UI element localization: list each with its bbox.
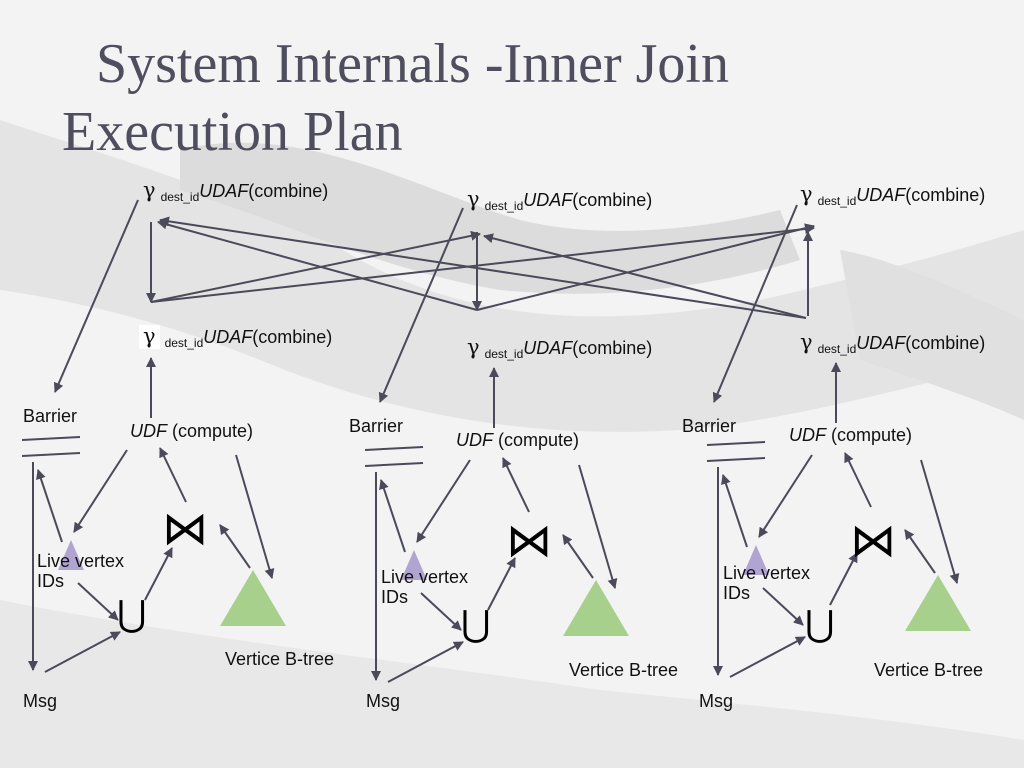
barrier-label-2: Barrier [349, 416, 404, 436]
arrow-live-barrier-2 [379, 479, 406, 553]
arrow-msg-union-1 [44, 631, 121, 673]
join-symbol-3: ⋈ [850, 513, 896, 567]
live-vertex-triangle-1 [58, 540, 84, 570]
vertice-btree-label-3: Vertice B-tree [874, 660, 984, 680]
live-vertex-ids-label-3: Live vertex IDs [723, 563, 811, 603]
udf-compute-3: UDF (compute) [789, 425, 913, 445]
arrow-live-barrier-1 [36, 469, 63, 543]
union-symbol-3: ⋃ [805, 604, 835, 645]
gamma-combine-low-3: γ dest_idUDAF(combine) [800, 330, 986, 357]
vertice-btree-triangle-1 [220, 570, 286, 626]
arrow-cross-e [159, 216, 807, 319]
gamma-combine-top-2: γ dest_idUDAF(combine) [467, 187, 653, 214]
union-symbol-1: ⋃ [117, 594, 147, 635]
barrier-line-a-1 [21, 436, 81, 441]
arrow-live-union-3 [762, 587, 804, 626]
vertice-btree-triangle-2 [563, 580, 629, 636]
gamma-combine-top-3: γ dest_idUDAF(combine) [800, 182, 986, 209]
arrow-cross-f [483, 233, 807, 319]
barrier-line-b-1 [21, 452, 81, 457]
union-symbol-2: ⋃ [461, 604, 491, 645]
arrow-live-union-1 [77, 582, 119, 621]
arrow-btree-join-1 [219, 524, 251, 569]
gamma-combine-low-2: γ dest_idUDAF(combine) [467, 335, 653, 362]
arrow-live-barrier-3 [721, 474, 748, 548]
arrow-udf-btree-1 [235, 454, 275, 579]
live-vertex-ids-label-1: Live vertex IDs [37, 551, 125, 591]
arrow-btree-join-2 [562, 534, 594, 579]
join-symbol-2: ⋈ [506, 513, 552, 567]
udf-compute-1: UDF (compute) [130, 421, 254, 441]
arrow-join-udf-1 [159, 447, 187, 503]
arrow-udf-live-2 [416, 459, 471, 543]
arrow-udf-btree-3 [920, 459, 960, 584]
arrow-udf-btree-2 [578, 464, 618, 589]
msg-label-2: Msg [366, 691, 401, 711]
arrow-top1-barrier1 [53, 199, 139, 393]
live-vertex-ids-label-2: Live vertex IDs [381, 567, 469, 607]
arrow-join-udf-2 [502, 457, 530, 513]
title-line-1: System Internals -Inner Join [96, 33, 729, 95]
arrow-cross-b [150, 224, 815, 303]
gamma-combine-low-1: γ dest_idUDAF(combine) [139, 325, 332, 353]
msg-label-1: Msg [23, 691, 58, 711]
arrow-cross-c [157, 219, 478, 311]
arrow-btree-join-3 [904, 529, 936, 574]
vertice-btree-label-1: Vertice B-tree [225, 649, 335, 669]
udf-compute-2: UDF (compute) [456, 430, 580, 450]
arrow-top3-barrier3 [712, 204, 798, 403]
live-vertex-triangle-3 [743, 545, 769, 575]
arrow-msg-union-3 [729, 636, 806, 678]
barrier-label-1: Barrier [23, 406, 78, 426]
barrier-line-b-3 [706, 457, 766, 462]
arrow-join-udf-3 [844, 452, 872, 508]
msg-label-3: Msg [699, 691, 734, 711]
title-line-2: Execution Plan [62, 101, 403, 163]
arrow-udf-live-3 [758, 454, 813, 538]
barrier-label-3: Barrier [682, 416, 737, 436]
barrier-line-a-2 [364, 446, 424, 451]
join-symbol-1: ⋈ [162, 501, 208, 555]
gamma-combine-top-1: γ dest_idUDAF(combine) [143, 178, 329, 205]
barrier-line-a-3 [706, 441, 766, 446]
vertice-btree-triangle-3 [905, 575, 971, 631]
arrow-top2-barrier2 [378, 207, 464, 403]
arrow-live-union-2 [420, 592, 462, 631]
arrow-union-join-2 [487, 557, 516, 611]
arrow-union-join-1 [144, 547, 173, 601]
arrow-cross-d [476, 223, 815, 311]
slide-title: System Internals -Inner Join Execution P… [62, 30, 729, 166]
arrow-union-join-3 [829, 552, 858, 606]
arrow-msg-union-2 [387, 641, 464, 683]
vertice-btree-label-2: Vertice B-tree [569, 660, 679, 680]
arrow-cross-a [150, 230, 481, 303]
arrow-udf-live-1 [73, 449, 128, 533]
barrier-line-b-2 [364, 462, 424, 467]
live-vertex-triangle-2 [401, 550, 427, 580]
